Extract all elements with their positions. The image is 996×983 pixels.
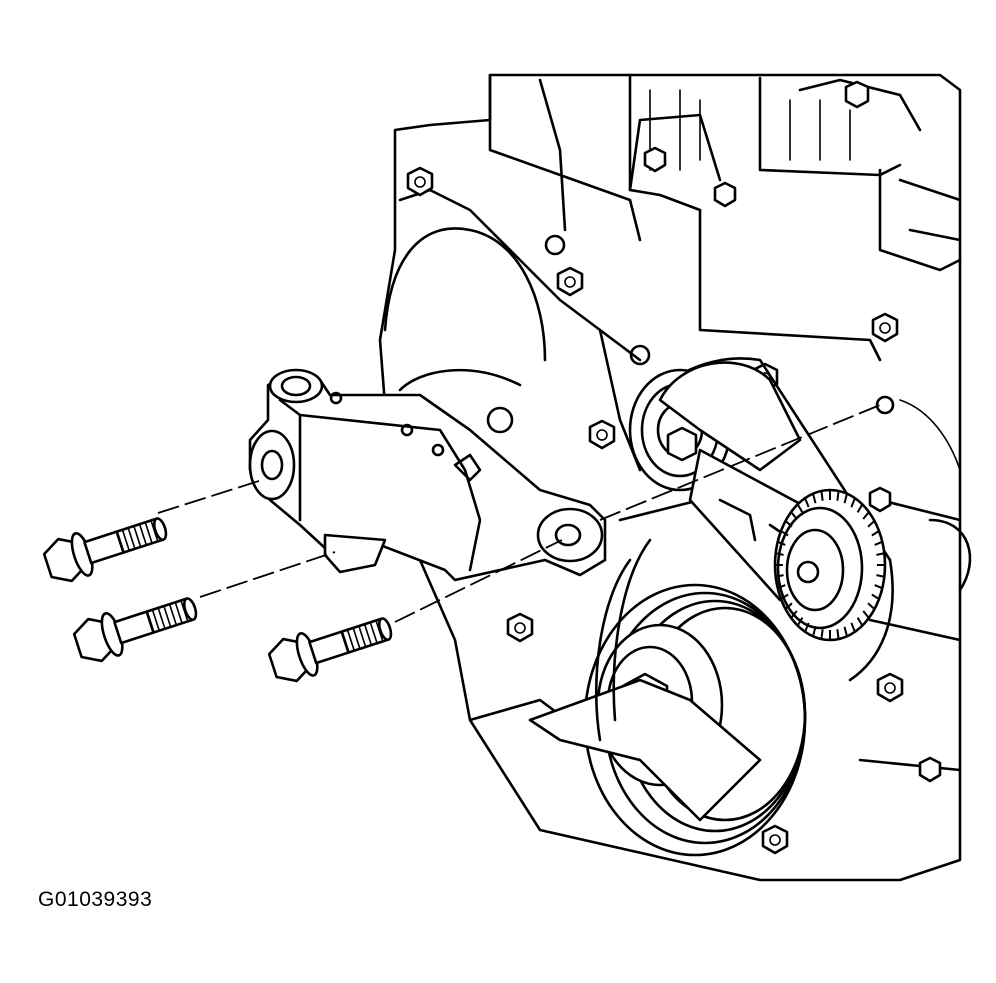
crankshaft-pulley (528, 583, 807, 857)
block-bolts (406, 80, 942, 855)
alignment-lines (157, 404, 881, 623)
bracket-bolt-1 (42, 517, 168, 583)
mount-bracket (248, 368, 607, 582)
bracket-bolt-2 (72, 597, 198, 663)
tensioner-ribs (775, 490, 885, 640)
figure-id-label: G01039393 (38, 888, 153, 911)
bracket-bolt-3 (267, 617, 393, 683)
belt-tensioner (628, 361, 887, 642)
